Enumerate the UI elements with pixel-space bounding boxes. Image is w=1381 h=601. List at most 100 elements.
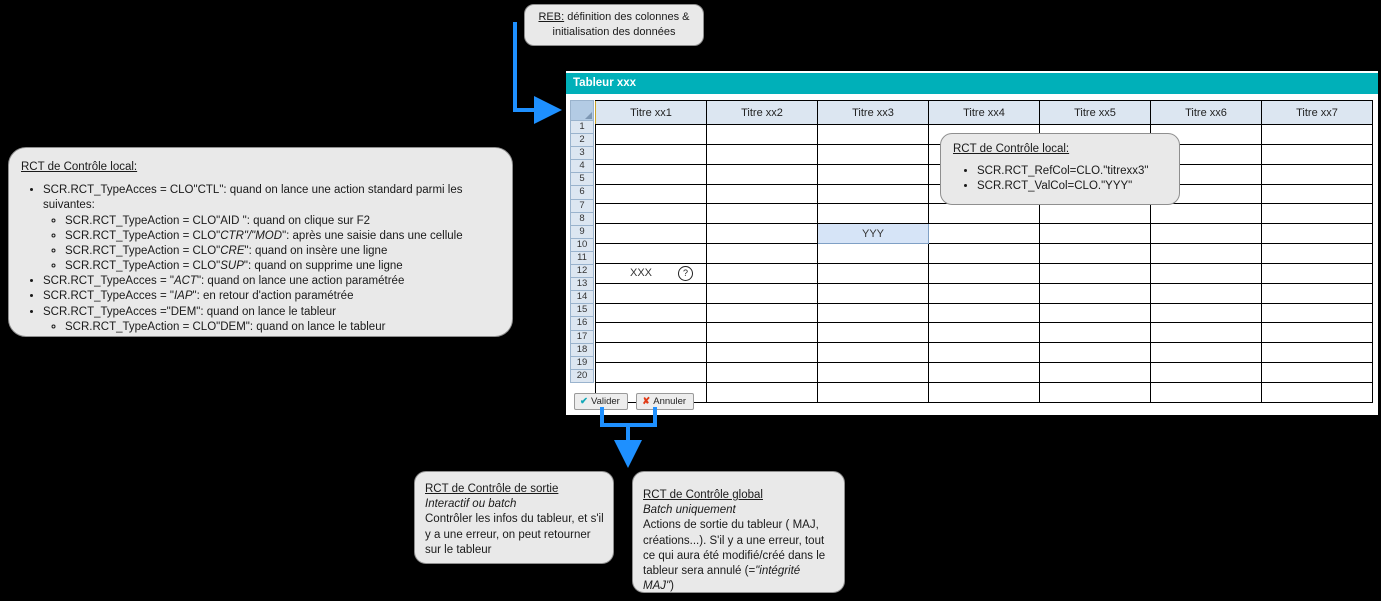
- cell[interactable]: [817, 342, 929, 364]
- cell[interactable]: [1039, 302, 1151, 324]
- valider-button[interactable]: ✔Valider: [574, 393, 628, 410]
- row-number[interactable]: 20: [570, 369, 594, 383]
- cell-xxx[interactable]: XXX?: [595, 262, 707, 284]
- cell[interactable]: [706, 381, 818, 404]
- row-number[interactable]: 10: [570, 238, 594, 252]
- cell[interactable]: [928, 203, 1040, 225]
- cell[interactable]: [817, 381, 929, 404]
- cell[interactable]: [817, 183, 929, 205]
- cell[interactable]: [595, 203, 707, 225]
- column-header[interactable]: Titre xx2: [706, 100, 818, 125]
- cell[interactable]: [706, 262, 818, 284]
- cell[interactable]: [595, 282, 707, 304]
- cell[interactable]: [817, 262, 929, 284]
- cell[interactable]: [1039, 342, 1151, 364]
- cell[interactable]: [817, 143, 929, 165]
- cell[interactable]: [1150, 302, 1262, 324]
- cell[interactable]: [595, 163, 707, 185]
- row-number[interactable]: 11: [570, 251, 594, 266]
- cell[interactable]: [706, 163, 818, 185]
- cell[interactable]: [928, 282, 1040, 304]
- row-number[interactable]: 17: [570, 330, 594, 344]
- cell[interactable]: [595, 342, 707, 364]
- cell[interactable]: [1261, 302, 1373, 324]
- cell[interactable]: [1261, 322, 1373, 344]
- cell[interactable]: [595, 223, 707, 245]
- cell[interactable]: [817, 302, 929, 324]
- cell[interactable]: [706, 223, 818, 245]
- cell[interactable]: [1150, 381, 1262, 404]
- annuler-button[interactable]: ✘Annuler: [636, 393, 695, 410]
- column-header[interactable]: Titre xx4: [928, 100, 1040, 125]
- cell[interactable]: [1261, 243, 1373, 264]
- row-number[interactable]: 6: [570, 186, 594, 200]
- column-header[interactable]: Titre xx6: [1150, 100, 1262, 125]
- row-number[interactable]: 3: [570, 147, 594, 161]
- cell[interactable]: [706, 282, 818, 304]
- cell[interactable]: [817, 282, 929, 304]
- cell[interactable]: [1039, 362, 1151, 383]
- row-number[interactable]: 5: [570, 173, 594, 187]
- question-mark-circle-icon[interactable]: ?: [678, 265, 694, 281]
- cell[interactable]: [1261, 124, 1373, 145]
- row-number[interactable]: 13: [570, 278, 594, 292]
- cell[interactable]: [1261, 203, 1373, 225]
- cell[interactable]: [706, 124, 818, 145]
- cell[interactable]: [1261, 282, 1373, 304]
- cell[interactable]: [817, 243, 929, 264]
- cell[interactable]: [928, 243, 1040, 264]
- cell[interactable]: [706, 362, 818, 383]
- cell[interactable]: [1261, 183, 1373, 205]
- cell[interactable]: [1039, 262, 1151, 284]
- cell[interactable]: [706, 243, 818, 264]
- cell[interactable]: [928, 342, 1040, 364]
- column-header[interactable]: Titre xx3: [817, 100, 929, 125]
- cell[interactable]: [1261, 163, 1373, 185]
- column-header[interactable]: Titre xx7: [1261, 100, 1373, 125]
- row-number[interactable]: 15: [570, 304, 594, 318]
- row-number[interactable]: 4: [570, 160, 594, 174]
- cell[interactable]: [928, 262, 1040, 284]
- row-number[interactable]: 14: [570, 291, 594, 305]
- cell[interactable]: [928, 223, 1040, 245]
- cell[interactable]: [1261, 381, 1373, 404]
- cell[interactable]: [928, 362, 1040, 383]
- cell[interactable]: [928, 322, 1040, 344]
- cell[interactable]: [1039, 282, 1151, 304]
- row-number[interactable]: 8: [570, 212, 594, 226]
- row-number[interactable]: 19: [570, 356, 594, 370]
- cell[interactable]: [817, 203, 929, 225]
- cell[interactable]: [928, 302, 1040, 324]
- cell[interactable]: [595, 243, 707, 264]
- row-number[interactable]: 18: [570, 343, 594, 357]
- cell[interactable]: [817, 163, 929, 185]
- cell[interactable]: [1150, 322, 1262, 344]
- cell[interactable]: [817, 322, 929, 344]
- cell[interactable]: [1039, 223, 1151, 245]
- row-number[interactable]: 9: [570, 225, 594, 239]
- cell[interactable]: [1261, 342, 1373, 364]
- row-number[interactable]: 12: [570, 265, 594, 279]
- cell[interactable]: [706, 342, 818, 364]
- cell[interactable]: [1039, 322, 1151, 344]
- cell[interactable]: [1150, 342, 1262, 364]
- cell[interactable]: [817, 362, 929, 383]
- cell[interactable]: [706, 302, 818, 324]
- cell[interactable]: [1039, 243, 1151, 264]
- cell[interactable]: [595, 183, 707, 205]
- cell[interactable]: [595, 362, 707, 383]
- cell[interactable]: [1261, 362, 1373, 383]
- row-number[interactable]: 1: [570, 121, 594, 135]
- cell[interactable]: [595, 143, 707, 165]
- cell[interactable]: [1150, 282, 1262, 304]
- cell[interactable]: [1150, 203, 1262, 225]
- cell[interactable]: [1039, 203, 1151, 225]
- row-number[interactable]: 16: [570, 317, 594, 331]
- cell[interactable]: [1261, 143, 1373, 165]
- cell[interactable]: [1261, 223, 1373, 245]
- cell-yyy[interactable]: YYY: [817, 223, 929, 245]
- cell[interactable]: [1150, 362, 1262, 383]
- row-number[interactable]: 7: [570, 199, 594, 213]
- cell[interactable]: [928, 381, 1040, 404]
- cell[interactable]: [1150, 243, 1262, 264]
